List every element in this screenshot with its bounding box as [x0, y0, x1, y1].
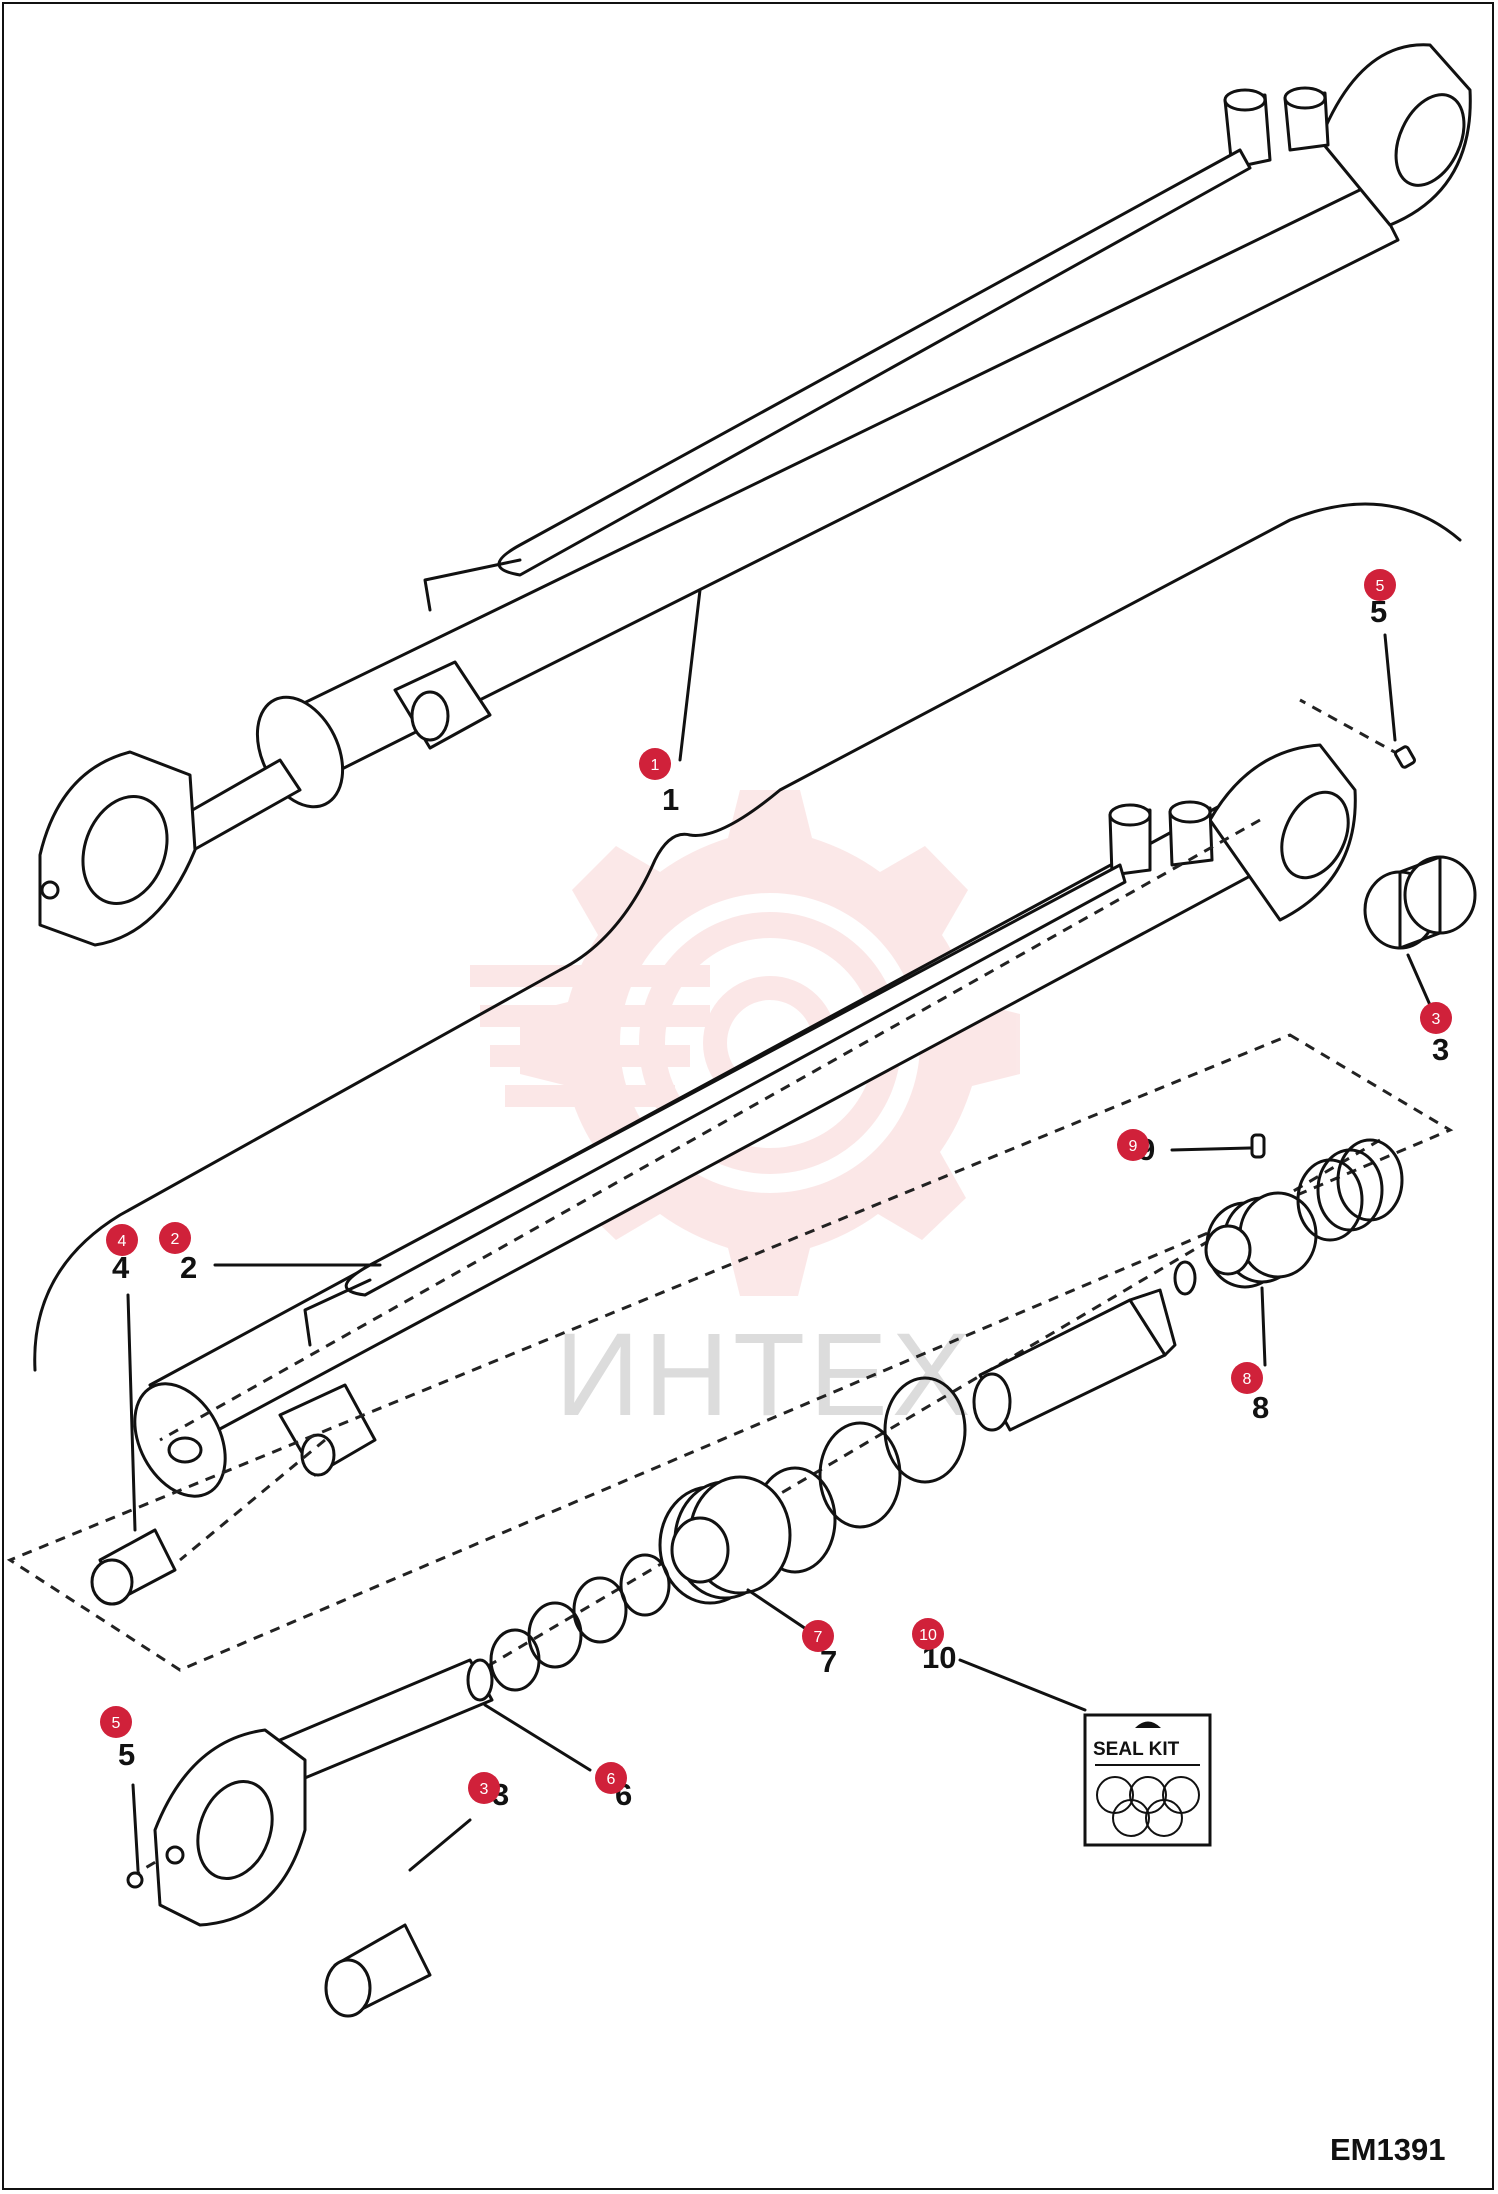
callout-number: 5	[118, 1737, 135, 1772]
svg-text:5: 5	[112, 1715, 121, 1732]
leader-lines	[126, 588, 1432, 1872]
part-7-piston	[658, 1475, 792, 1605]
svg-text:7: 7	[814, 1629, 823, 1646]
callout-number: 2	[180, 1250, 197, 1285]
callout-badge	[106, 1224, 138, 1256]
part-wear-rings	[489, 1553, 671, 1692]
callout-2: 2 2	[159, 1222, 197, 1285]
callout-badge	[1117, 1129, 1149, 1161]
svg-text:9: 9	[1129, 1138, 1138, 1155]
part-4-bushing	[90, 1528, 177, 1606]
diagram-code: EM1391	[1330, 2132, 1445, 2167]
callout-badge	[639, 748, 671, 780]
callout-3-lower: 3 3	[468, 1772, 509, 1812]
section-curve	[33, 502, 1462, 1372]
part-8-lock-nut	[1173, 1191, 1318, 1296]
callout-5-upper: 5 5	[1364, 569, 1396, 629]
callout-number: 3	[1432, 1032, 1449, 1067]
part-5-grease-fitting-upper	[1394, 745, 1416, 769]
part-rod-eye-lower	[126, 1658, 494, 1927]
callout-number: 8	[1252, 1390, 1269, 1425]
callout-badge	[100, 1706, 132, 1738]
svg-text:6: 6	[607, 1771, 616, 1788]
callout-number: 5	[1370, 594, 1387, 629]
callout-badge	[1231, 1362, 1263, 1394]
part-9-setscrew	[1250, 1133, 1266, 1159]
callout-9: 9 9	[1117, 1129, 1155, 1167]
svg-text:10: 10	[919, 1627, 937, 1644]
callout-number: 1	[662, 782, 679, 817]
callout-badge	[912, 1618, 944, 1650]
callout-badge	[468, 1772, 500, 1804]
callout-7: 7 7	[802, 1620, 837, 1679]
part-seal-rings-right	[1296, 1138, 1404, 1242]
callout-8: 8 8	[1231, 1362, 1269, 1425]
part-rod-shaft	[972, 1288, 1177, 1432]
callout-5-lower: 5 5	[100, 1706, 135, 1772]
svg-text:5: 5	[1376, 578, 1385, 595]
cylinder-assembled-top	[38, 43, 1472, 947]
callout-badge	[802, 1620, 834, 1652]
callout-1: 1 1	[639, 748, 679, 817]
svg-text:3: 3	[480, 1781, 489, 1798]
callout-3-upper: 3 3	[1420, 1002, 1452, 1067]
seal-kit-label: SEAL KIT	[1093, 1739, 1180, 1760]
callout-number: 7	[820, 1644, 837, 1679]
callout-badge	[1364, 569, 1396, 601]
svg-text:4: 4	[118, 1233, 127, 1250]
part-3-bushing-lower	[324, 1923, 432, 2018]
exploded-region-outline	[6, 1033, 1454, 1672]
svg-text:2: 2	[171, 1231, 180, 1248]
callout-number: 4	[112, 1250, 130, 1285]
callout-10: 10 10	[912, 1618, 956, 1675]
callout-badge	[595, 1762, 627, 1794]
watermark-text: ИНТЕХ	[555, 1309, 975, 1441]
callout-6: 6 6	[595, 1762, 632, 1812]
svg-text:1: 1	[651, 757, 660, 774]
part-3-bushing-upper	[1363, 855, 1477, 950]
callout-4: 4 4	[106, 1224, 138, 1285]
svg-text:8: 8	[1243, 1371, 1252, 1388]
callout-badge	[159, 1222, 191, 1254]
center-axis	[124, 698, 1401, 1882]
callout-badge	[1420, 1002, 1452, 1034]
seal-kit-icon: SEAL KIT	[1083, 1713, 1212, 1847]
cylinder-barrel-middle	[133, 743, 1357, 1498]
svg-text:3: 3	[1432, 1011, 1441, 1028]
